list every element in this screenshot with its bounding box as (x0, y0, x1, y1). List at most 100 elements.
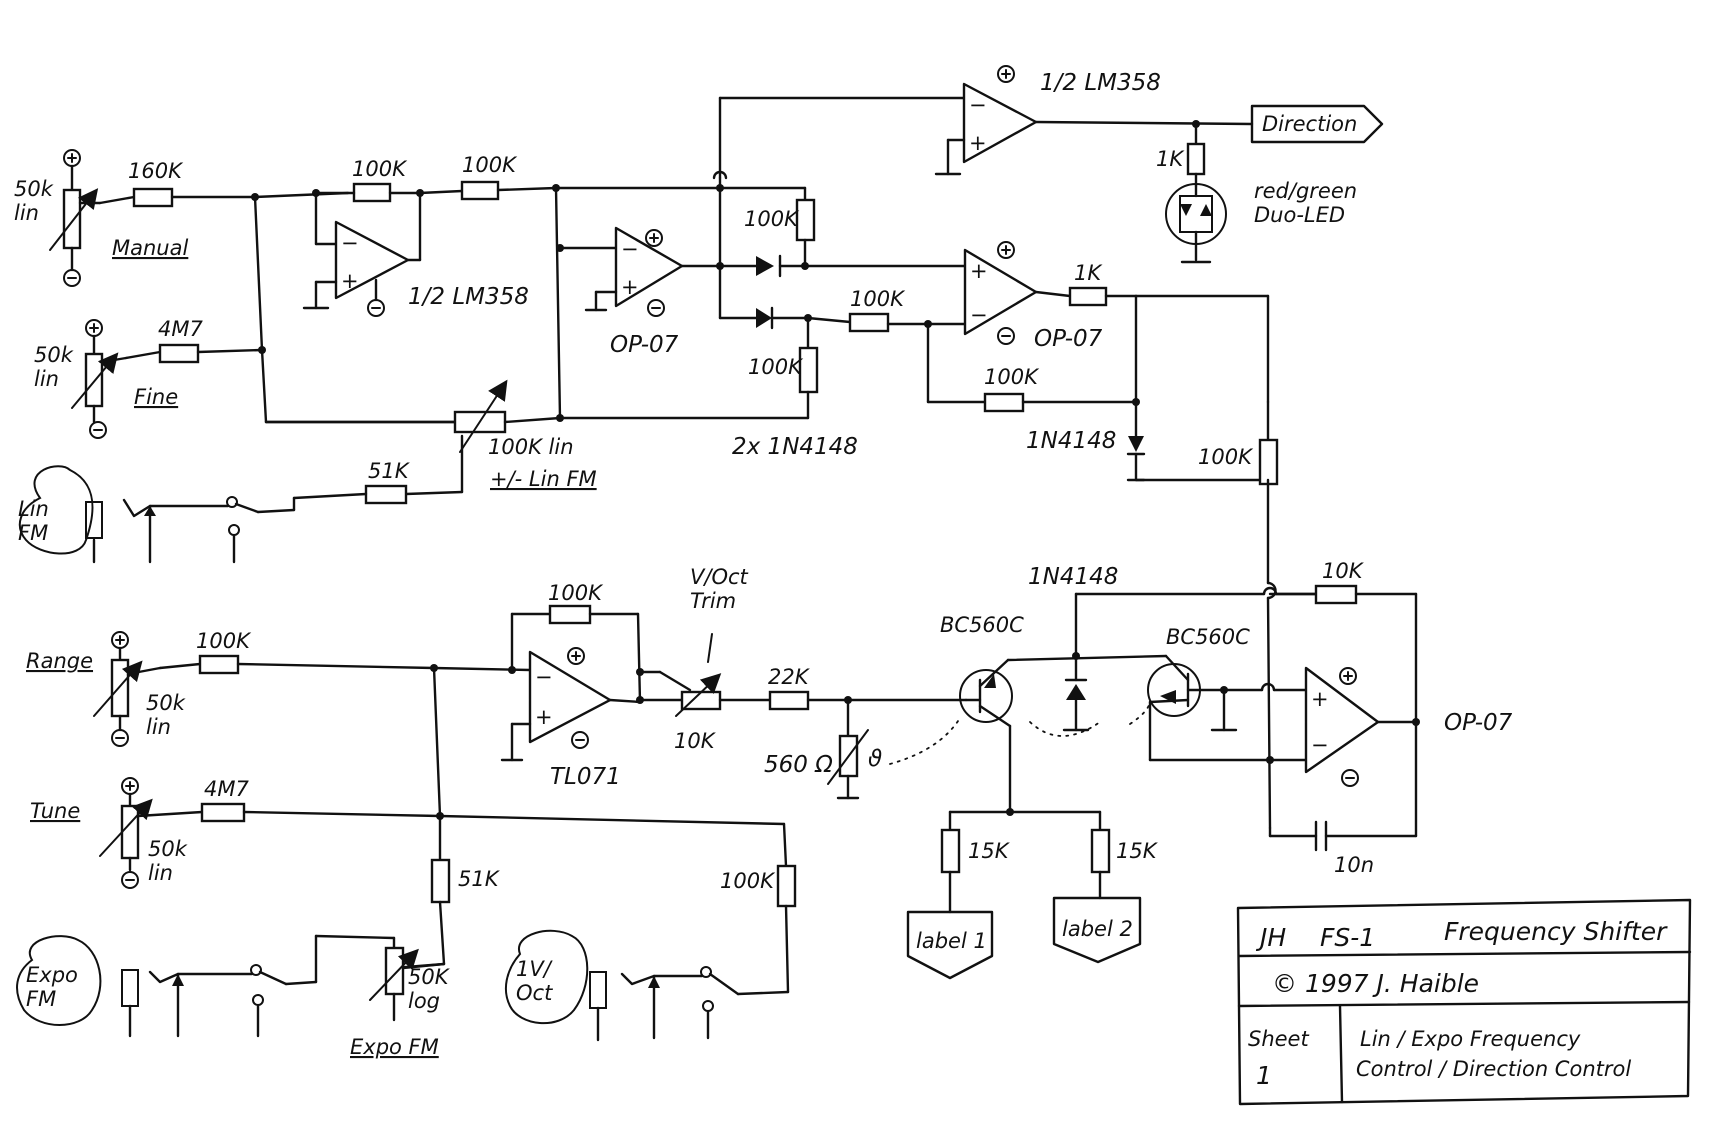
resistor-10k (1268, 584, 1418, 726)
label1-connector (906, 910, 994, 980)
resistor-15k-b-label: 15K (1116, 839, 1159, 863)
resistor-4m7-tune (200, 802, 442, 823)
svg-text:+: + (969, 131, 987, 155)
lin-fm-ctrl-label: +/- Lin FM (490, 467, 597, 491)
opamp-lm358-a-label: 1/2 LM358 (408, 284, 529, 310)
resistor-1k-a (1186, 122, 1206, 188)
expo-pot-50k-log (369, 936, 446, 1022)
resistor-51k-a-label: 51K (368, 459, 411, 483)
resistor-1k-b-label: 1K (1074, 261, 1103, 285)
expo-fm-jack (16, 934, 396, 1038)
direction-label: Direction (1262, 112, 1357, 136)
resistor-1k-b (1034, 286, 1138, 307)
title-block (1236, 898, 1692, 1106)
resistor-100k-tl-label: 100K (548, 581, 604, 605)
resistor-160k-label: 160K (128, 159, 184, 183)
diode-1n4148-b (1062, 654, 1090, 732)
resistor-4m7-fine-label: 4M7 (158, 317, 203, 341)
resistor-15k-a-label: 15K (968, 839, 1011, 863)
resistor-22k-label: 22K (768, 665, 811, 689)
diode-1n4148-a (1126, 436, 1146, 482)
svg-text:+: + (535, 705, 553, 729)
expo-fm-ctrl-label: Expo FM (350, 1035, 439, 1059)
resistor-100k-e (806, 312, 967, 333)
fine-pot (71, 319, 128, 439)
resistor-100k-d (558, 316, 819, 420)
resistor-1k-a-label: 1K (1156, 147, 1185, 171)
title-description-1: Lin / Expo Frequency (1360, 1027, 1581, 1051)
range-label: Range (26, 649, 93, 673)
opamp-lm358-b-label: 1/2 LM358 (1040, 70, 1161, 96)
opamp-lm358-a: − + (334, 220, 410, 300)
resistor-100k-c (558, 186, 816, 268)
title-copyright: © 1997 J. Haible (1272, 969, 1479, 998)
opamp-op07-a-label: OP-07 (610, 332, 679, 358)
resistor-51k-a (256, 434, 464, 514)
theta-label: ϑ (868, 746, 882, 772)
resistor-51k-b-label: 51K (458, 867, 501, 891)
resistor-100k-g-label: 100K (1198, 445, 1254, 469)
resistor-100k-a-label: 100K (352, 157, 408, 181)
label1-text: label 1 (916, 929, 987, 953)
pot-100k-lin-label: 100K lin (488, 435, 574, 459)
resistor-22k (718, 690, 968, 711)
opamp-tl071: − + (528, 650, 612, 744)
diode-1n4148-a-label: 1N4148 (1026, 428, 1116, 454)
label2-connector (1052, 896, 1142, 964)
transistor-bc560c-a (959, 658, 1013, 728)
resistor-100k-voct-label: 100K (720, 869, 776, 893)
title-sheet-label: Sheet (1248, 1027, 1309, 1051)
capacitor-10n (1268, 720, 1418, 852)
voct-jack-label: 1V/Oct (516, 957, 553, 1005)
title-sheet-number: 1 (1256, 1061, 1272, 1090)
resistor-100k-f (926, 322, 1138, 413)
pot-100k-lin (264, 379, 562, 453)
resistor-560-label: 560 Ω (764, 752, 833, 778)
trim-10k (638, 673, 722, 717)
opamp-op07-a: − + (614, 226, 684, 308)
transistor-bc560c-b (1147, 654, 1226, 717)
resistor-10k-label: 10K (1322, 559, 1365, 583)
resistor-100k-tl (510, 604, 640, 625)
title-fs1: FS-1 (1320, 923, 1375, 952)
duo-led (1165, 183, 1227, 264)
diode-upper (718, 254, 967, 278)
opamp-op07-b: + − (963, 248, 1038, 336)
diode-lower (718, 306, 810, 330)
manual-pot (49, 149, 102, 287)
opamp-op07-c: + − (1304, 666, 1380, 774)
svg-text:−: − (341, 231, 359, 255)
resistor-100k-g (1134, 400, 1279, 486)
range-pot (93, 631, 162, 747)
opamp-op07-c-label: OP-07 (1444, 710, 1513, 736)
svg-text:+: + (621, 275, 639, 299)
direction-output (1250, 104, 1384, 144)
capacitor-10n-label: 10n (1334, 853, 1374, 877)
resistor-100k-e-label: 100K (850, 287, 906, 311)
resistor-100k-range-label: 100K (196, 629, 252, 653)
manual-label: Manual (112, 236, 188, 260)
svg-text:+: + (970, 259, 988, 283)
opamp-lm358-b: − + (962, 82, 1038, 164)
voct-jack (504, 929, 740, 1042)
trim-10k-label: 10K (674, 729, 717, 753)
lin-fm-jack (18, 465, 260, 564)
resistor-100k-b (418, 180, 558, 201)
resistor-4m7-fine (124, 343, 264, 364)
title-jh: JH (1255, 923, 1286, 952)
diode-1n4148-b-label: 1N4148 (1028, 564, 1118, 590)
svg-text:+: + (1311, 687, 1329, 711)
transistor-bc560c-a-label: BC560C (940, 613, 1024, 637)
title-description-2: Control / Direction Control (1356, 1057, 1631, 1081)
resistor-100k-a (352, 182, 392, 203)
diodes-pair-label: 2x 1N4148 (732, 434, 858, 460)
svg-text:−: − (969, 93, 987, 117)
